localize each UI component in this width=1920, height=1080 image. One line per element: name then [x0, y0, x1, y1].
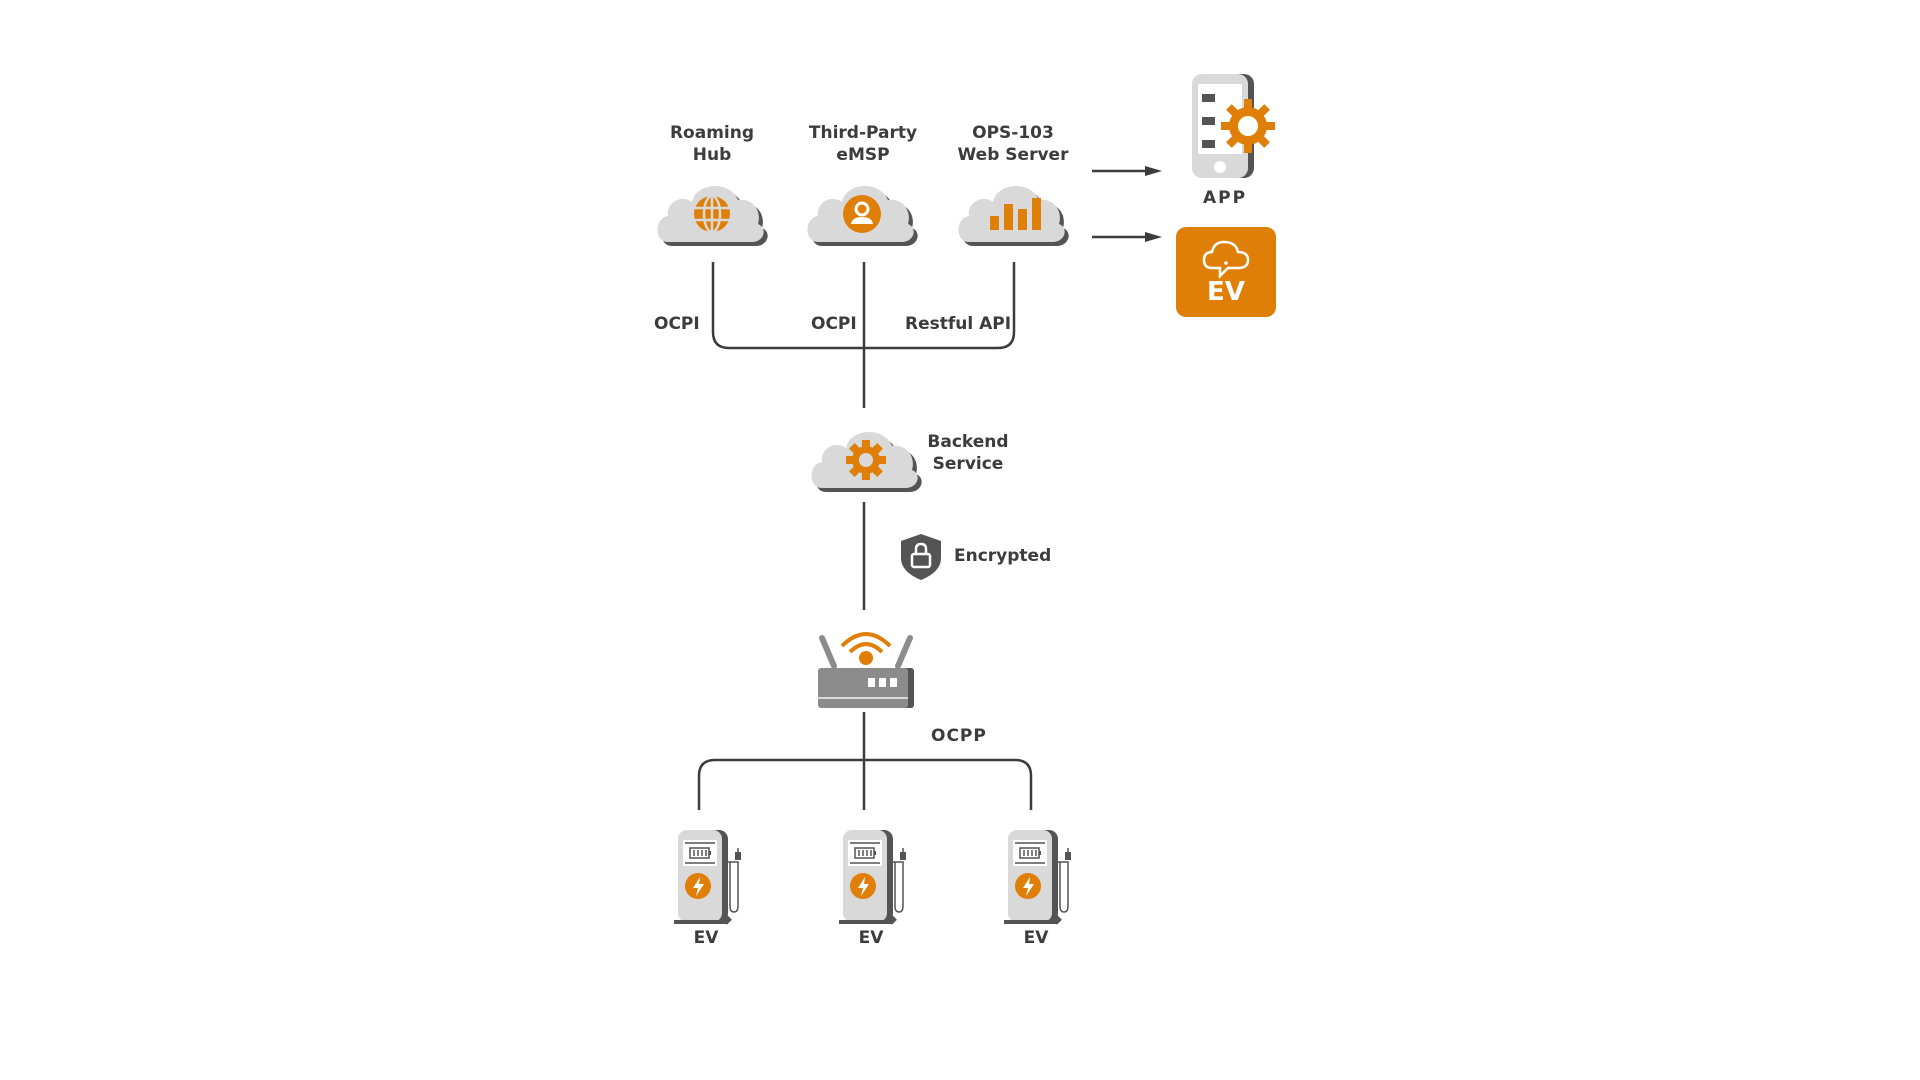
ops-web-server-label: OPS-103 Web Server: [957, 123, 1069, 165]
line-web-server: [864, 262, 1016, 350]
protocol-label-charger: OCPP: [931, 726, 987, 746]
protocol-label-web: Restful API: [905, 314, 1012, 334]
arrow-to-app: [1092, 166, 1162, 176]
line-roaming-hub: [711, 262, 864, 350]
shield-lock-icon: [901, 534, 941, 580]
connector-lines: [697, 262, 1033, 810]
wifi-router-icon: [818, 632, 914, 708]
protocol-label-emsp: OCPI: [811, 314, 857, 334]
roaming-hub-label: Roaming Hub: [669, 123, 755, 165]
cloud-chat-icon: [1202, 240, 1250, 280]
globe-icon: [694, 194, 730, 234]
protocol-label-roaming: OCPI: [654, 314, 700, 334]
backend-service-cloud: [811, 431, 922, 492]
app-phone-icon: [1192, 74, 1275, 178]
ops-web-server-cloud: [958, 185, 1069, 246]
bar-chart-icon: [990, 198, 1041, 230]
ev-charger-icon: [673, 829, 742, 926]
ev-charger-icon: [838, 829, 907, 926]
third-party-emsp-cloud: [807, 185, 918, 246]
charger-label: EV: [858, 928, 884, 948]
ev-charger-icon: [1003, 829, 1072, 926]
roaming-hub-cloud: [657, 185, 768, 246]
third-party-emsp-label: Third-Party eMSP: [808, 123, 918, 165]
ev-platform-badge: [1176, 227, 1276, 317]
line-charger-bus: [697, 758, 1033, 810]
encrypted-label: Encrypted: [954, 546, 1052, 566]
arrow-to-ev-platform: [1092, 232, 1162, 242]
gear-icon: [846, 440, 886, 480]
charger-label: EV: [1023, 928, 1049, 948]
charger-label: EV: [693, 928, 719, 948]
app-label: APP: [1202, 188, 1248, 208]
backend-service-label: Backend Service: [927, 432, 1009, 474]
gear-icon: [1221, 99, 1275, 153]
user-icon: [843, 195, 881, 233]
ev-platform-label: EV: [1207, 277, 1245, 307]
